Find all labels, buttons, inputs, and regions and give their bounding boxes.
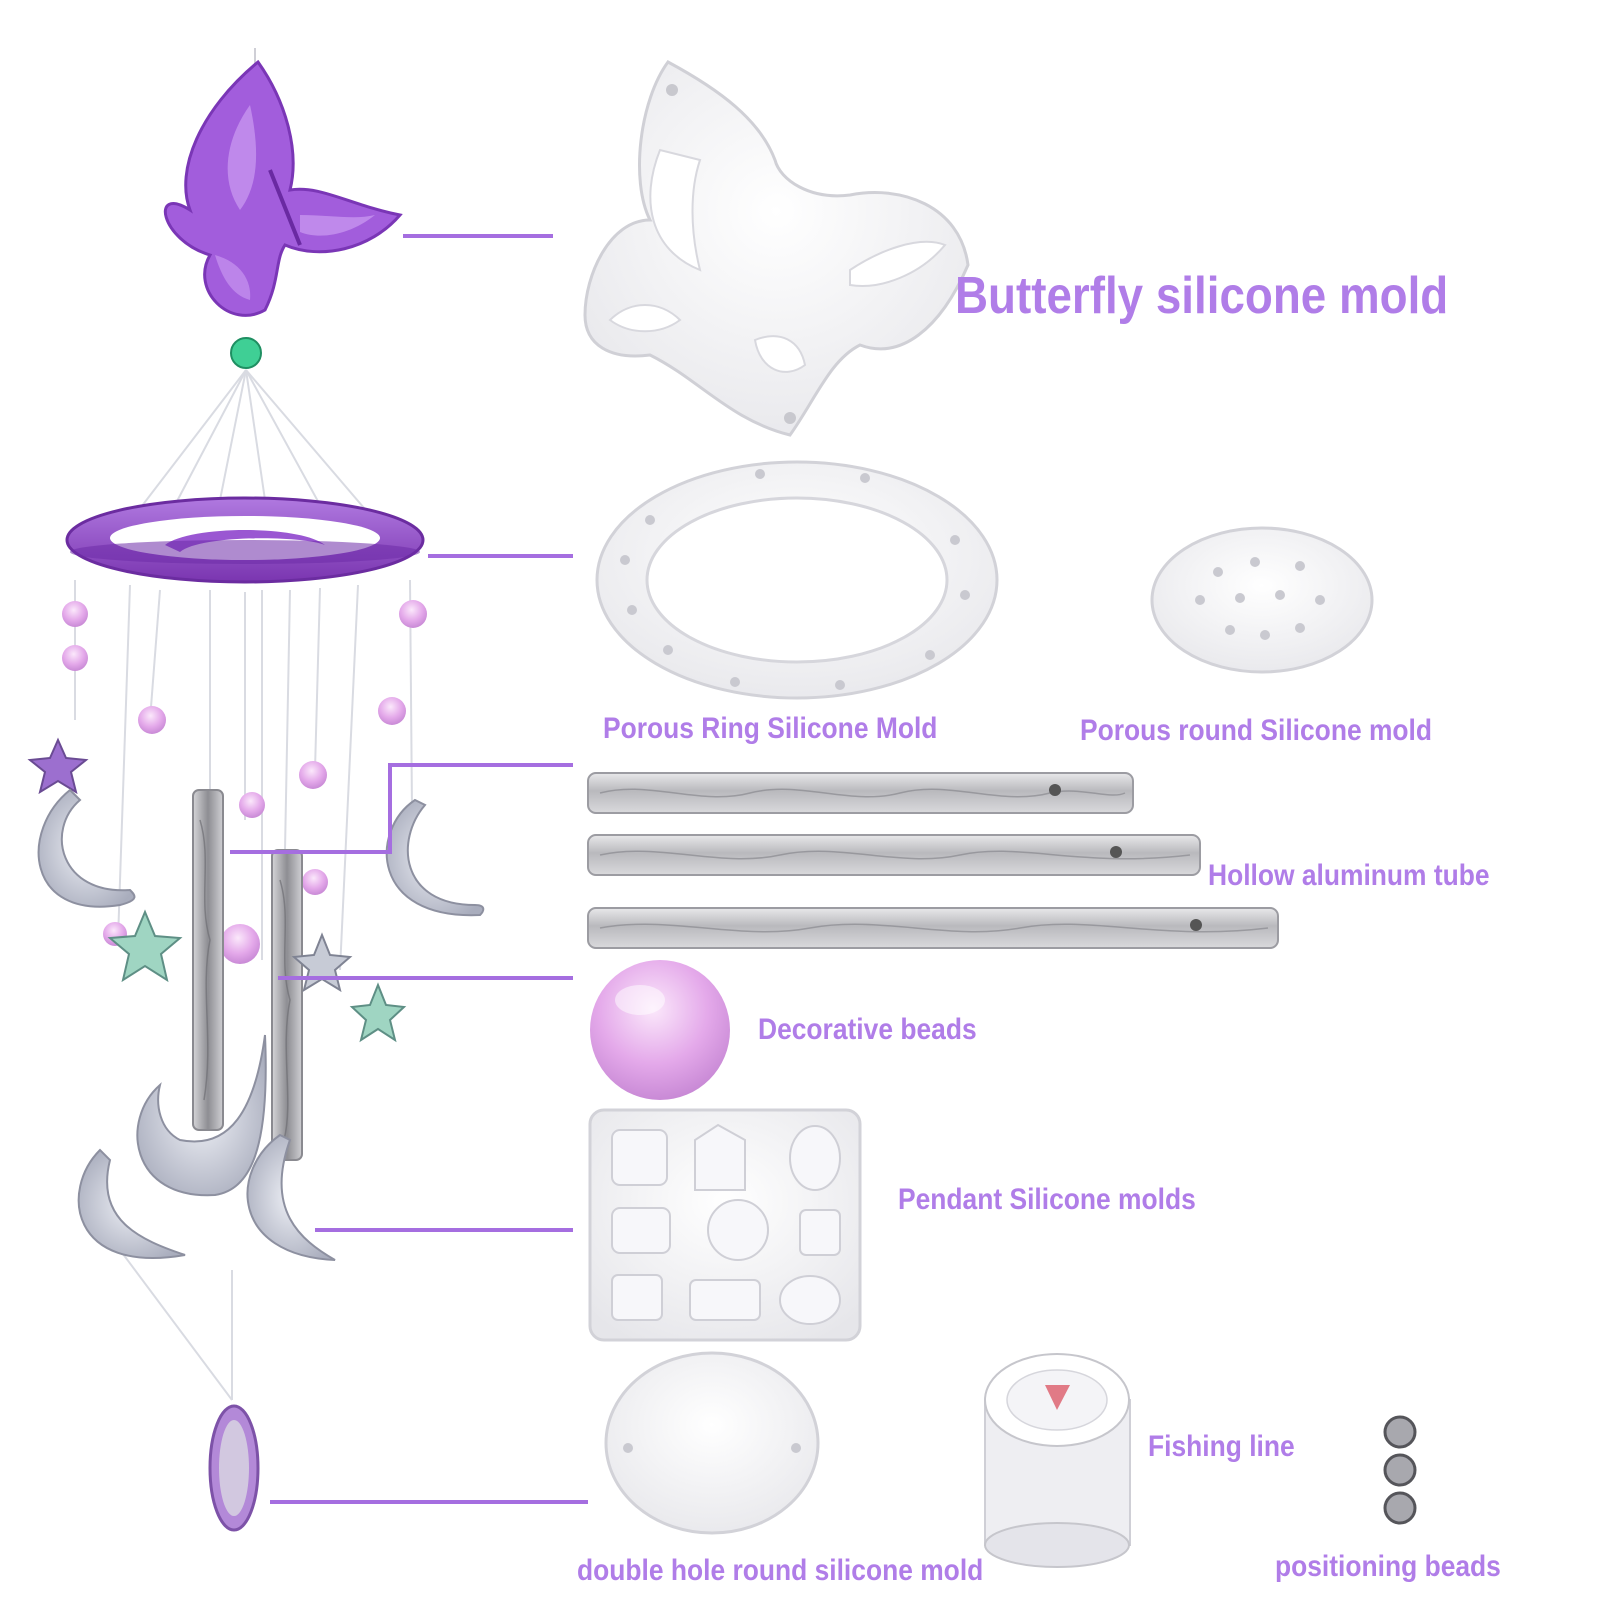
aluminum-tubes-image: [587, 772, 1279, 949]
porous-round-mold-label: Porous round Silicone mold: [1080, 714, 1433, 747]
star-moon-charms: [27, 737, 485, 1261]
purple-ring: [65, 496, 425, 584]
connector-lines: [230, 234, 588, 1504]
porous-ring-mold-image: [595, 460, 999, 700]
porous-ring-mold-label: Porous Ring Silicone Mold: [603, 712, 938, 745]
double-hole-mold-image: [604, 1351, 820, 1535]
double-hole-mold-label: double hole round silicone mold: [577, 1554, 984, 1587]
fishing-line-label: Fishing line: [1148, 1430, 1295, 1463]
decorative-beads-label: Decorative beads: [758, 1013, 977, 1046]
porous-round-mold-image: [1150, 526, 1374, 674]
hollow-tube-label: Hollow aluminum tube: [1208, 859, 1490, 892]
hanging-tube: [192, 789, 224, 1131]
butterfly-pendant: [163, 59, 403, 317]
butterfly-mold-label: Butterfly silicone mold: [955, 267, 1449, 325]
fishing-line-spool-image: [984, 1353, 1131, 1568]
pendant-molds-image: [588, 1108, 862, 1342]
pink-bead-strands: [62, 600, 427, 964]
pendant-molds-label: Pendant Silicone molds: [898, 1183, 1196, 1216]
wind-chime-illustration: [27, 48, 485, 1532]
positioning-beads-label: positioning beads: [1275, 1550, 1501, 1583]
decorative-bead-image: [590, 960, 730, 1100]
green-bead: [230, 337, 262, 369]
butterfly-mold-image: [583, 60, 970, 437]
positioning-beads-image: [1383, 1415, 1417, 1525]
